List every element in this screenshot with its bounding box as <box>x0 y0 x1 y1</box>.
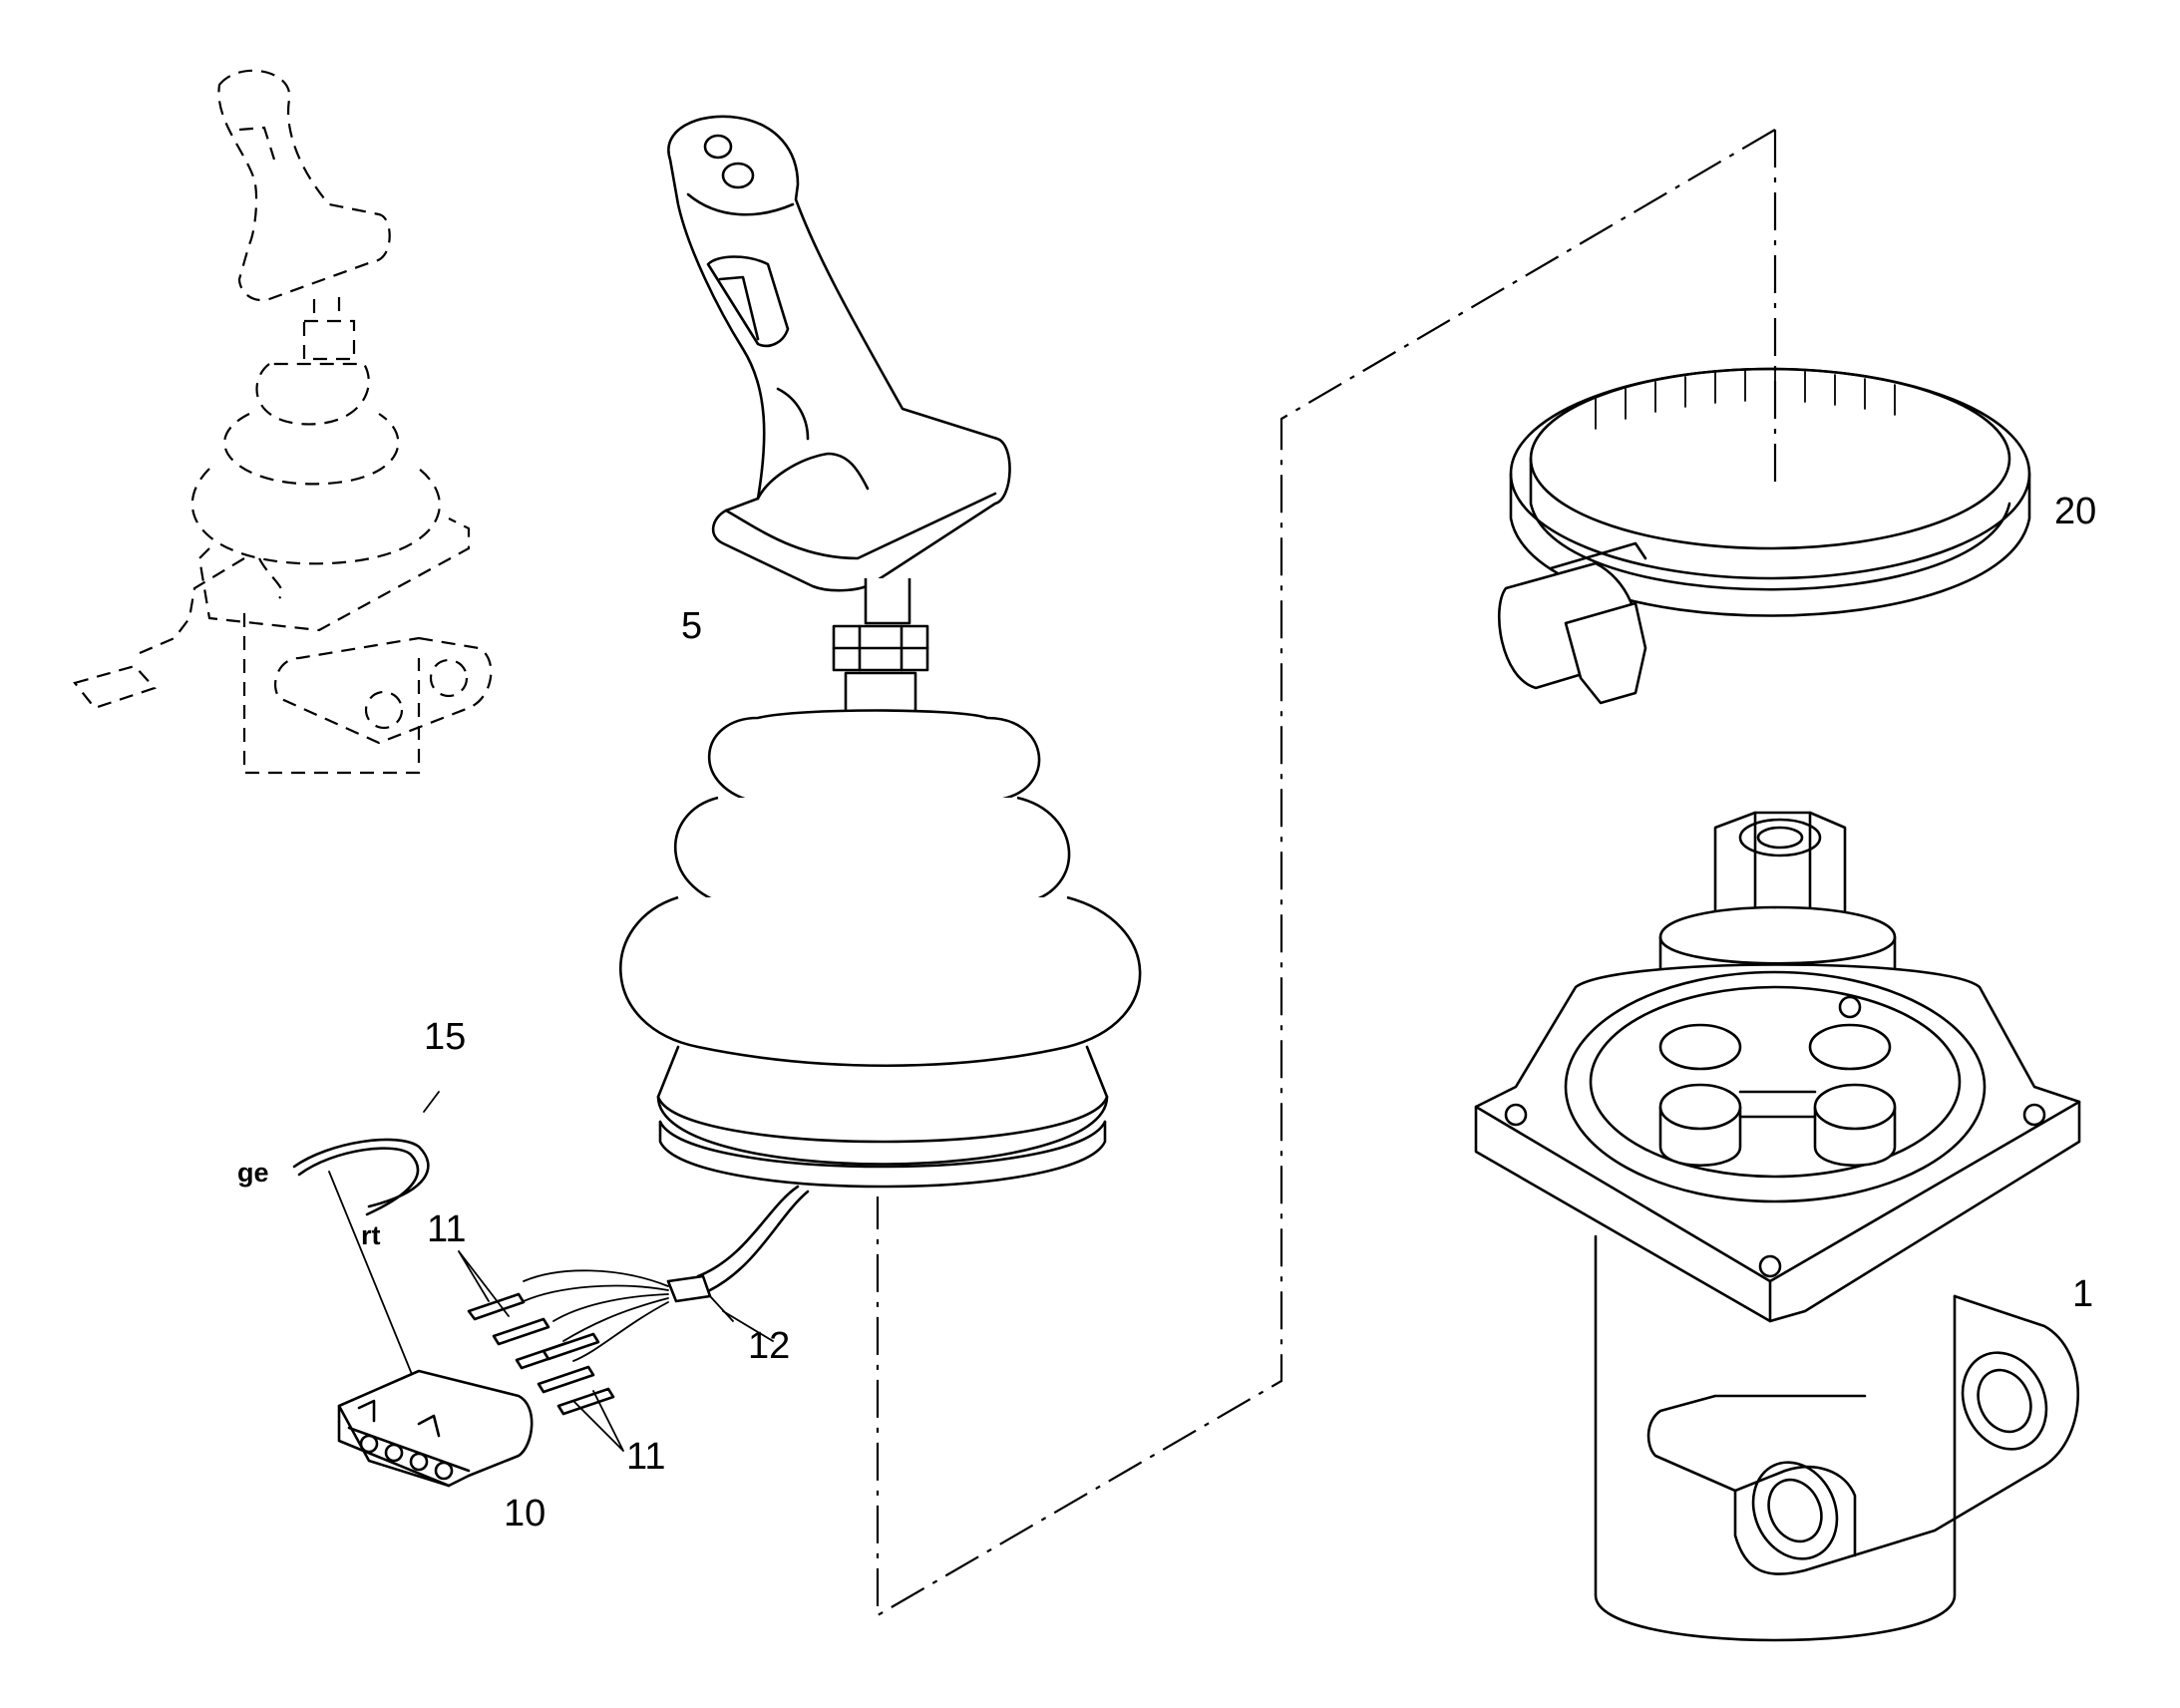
cable-12 <box>523 1185 810 1362</box>
label-part-11-upper: 11 <box>427 1208 466 1250</box>
label-part-11-lower: 11 <box>626 1436 665 1478</box>
label-wire-rt: rt <box>361 1220 381 1250</box>
joystick-assembly <box>619 115 1142 1189</box>
label-part-1: 1 <box>2072 1273 2093 1315</box>
hose-clamp-20 <box>1498 367 2031 705</box>
label-part-15: 15 <box>424 1016 466 1058</box>
overview-assembly <box>73 69 493 775</box>
label-part-5: 5 <box>681 605 702 647</box>
valve-body-1 <box>1474 811 2081 1642</box>
assembly-guide-lines <box>876 129 1777 1617</box>
contact-pins-11 <box>467 1292 615 1416</box>
connector-10 <box>337 1369 534 1488</box>
label-part-10: 10 <box>504 1493 545 1535</box>
label-wire-ge: ge <box>237 1158 269 1188</box>
wire-loop-15 <box>292 1138 430 1216</box>
label-part-20: 20 <box>2054 491 2096 532</box>
label-part-12: 12 <box>748 1325 790 1367</box>
